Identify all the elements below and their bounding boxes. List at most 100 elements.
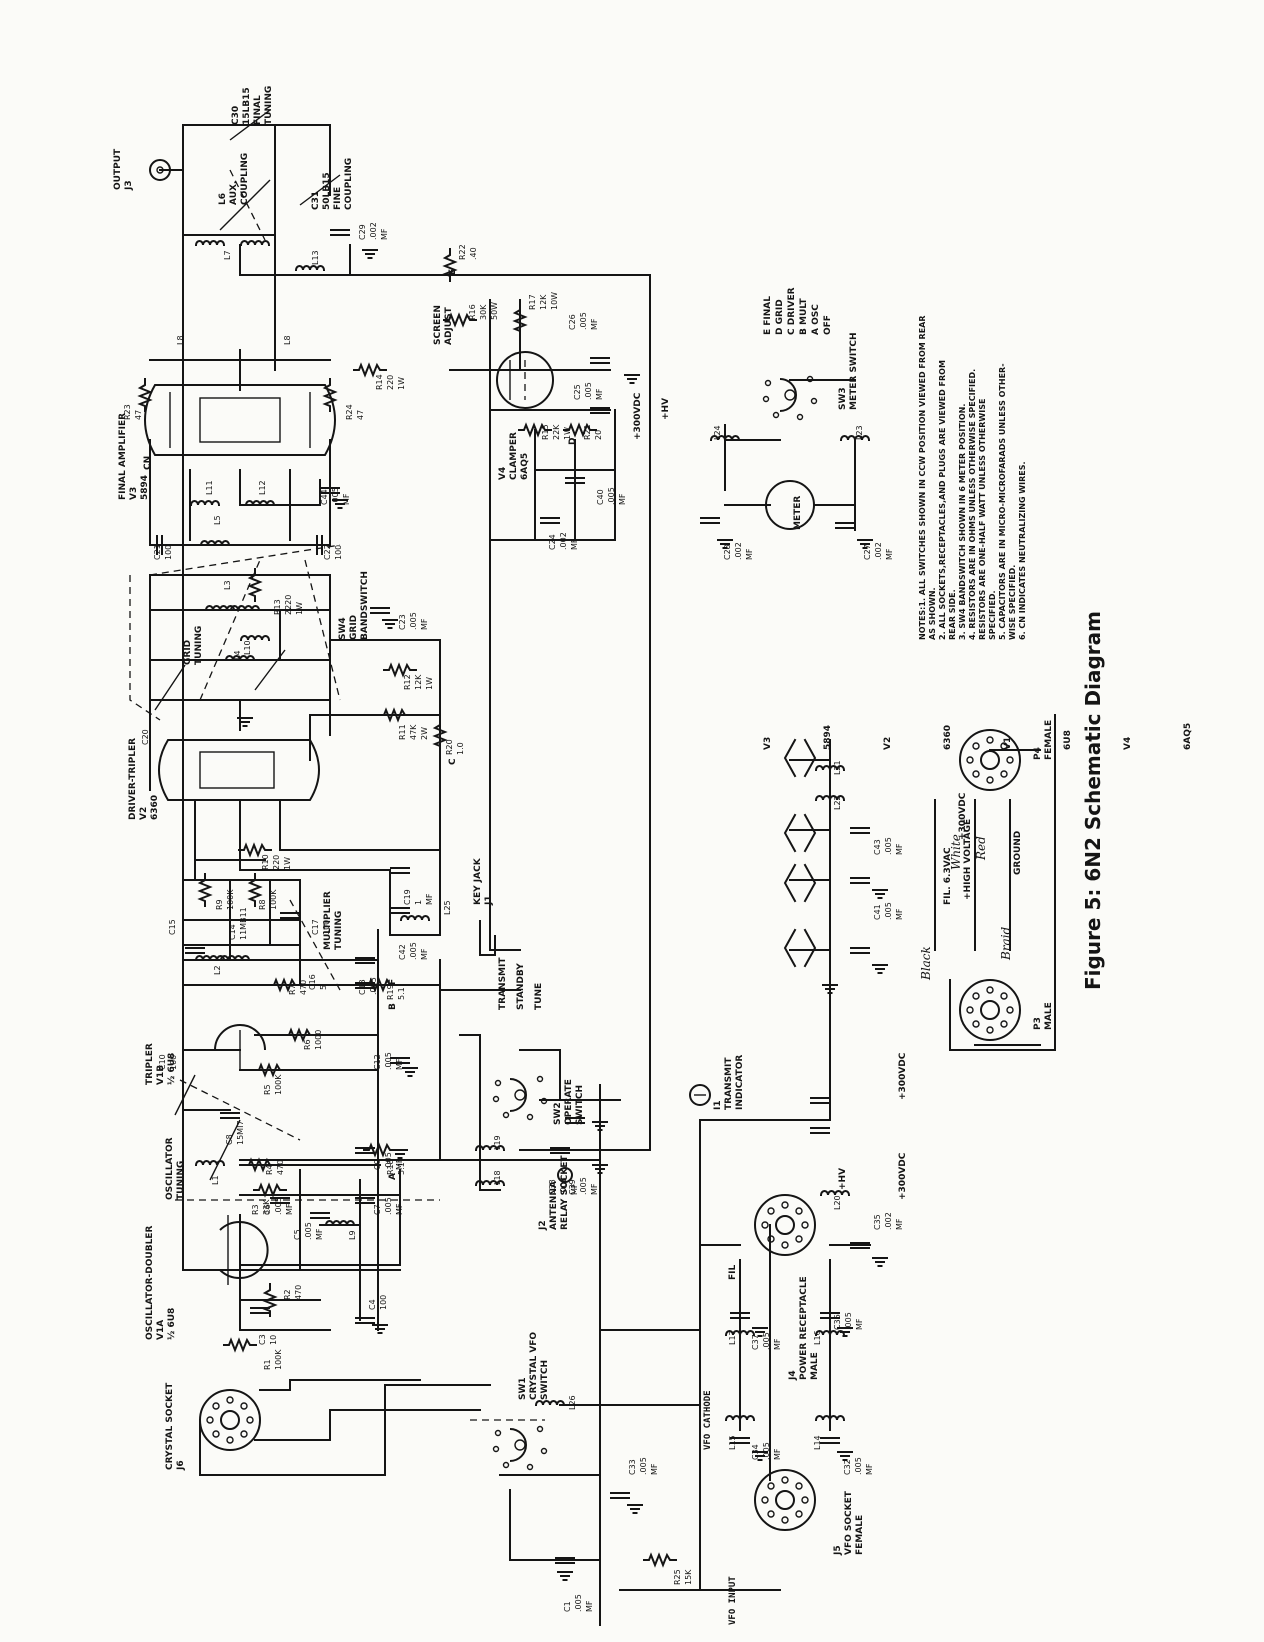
crystal-vfo-switch-label: SW1CRYSTAL VFOSWITCH [518, 1332, 550, 1400]
oscillator-tuning-label: OSCILLATORTUNING [165, 1137, 186, 1200]
figure-title: Figure 5: 6N2 Schematic Diagram [1081, 611, 1105, 990]
grid-bandswitch-label: SW4GRIDBANDSWITCH [338, 571, 370, 640]
transmit-indicator-lamp-icon [689, 1084, 711, 1106]
vfo-cathode-label: VFO CATHODE [703, 1390, 713, 1450]
component-l12: L12 [258, 480, 267, 495]
net-cn-left: CN [143, 456, 153, 470]
osc-doubler-label: OSCILLATOR-DOUBLERV1A½ 6U8 [145, 1226, 177, 1340]
notes-block: NOTES:1. ALL SWITCHES SHOWN IN CCW POSIT… [918, 315, 1027, 640]
aux-coupling-label: L6AUX.COUPLING [218, 153, 250, 205]
vfo-socket-label: J5VFO SOCKETFEMALE [833, 1490, 865, 1556]
net-e: E [448, 269, 458, 275]
crystal-socket-label: CRYSTAL SOCKETJ6 [165, 1382, 186, 1471]
final-tuning-label: C3015LB15FINALTUNING [231, 86, 274, 125]
net-a: A [388, 1173, 398, 1180]
component-l5: L5 [213, 515, 222, 525]
screen-adjust-label: SCREENADJUST [433, 305, 454, 345]
cable-hv-label: +HIGH VOLTAGE [963, 819, 973, 900]
component-c20: C20 [141, 729, 150, 745]
fine-coupling-label: C3150LB15FINECOUPLING [311, 158, 354, 210]
variable-capacitor-symbols [154, 109, 341, 1181]
vfo-input-label: VFO INPUT [728, 1576, 738, 1625]
component-l7: L7 [223, 250, 232, 260]
clamper-label: V4CLAMPER6AQ5 [498, 432, 530, 480]
net-hv-power: +HV [838, 1168, 848, 1190]
net-300vdc-indicator: +300VDC [898, 1052, 908, 1100]
final-amplifier-label: FINAL AMPLIFIERV35894 [118, 413, 150, 500]
component-l15: L15 [728, 1435, 737, 1450]
net-300vdc: +300VDC [633, 392, 643, 440]
component-l22: L22 [833, 795, 842, 810]
power-receptacle-label: J4POWER RECEPTACLEMALE [788, 1276, 820, 1381]
component-l25: L25 [443, 900, 452, 915]
cable-red-label: Red [974, 836, 988, 861]
net-c: C [448, 758, 458, 765]
gang-links [129, 169, 545, 1421]
component-l19: L19 [493, 1135, 502, 1150]
component-c13: C13.005 [358, 977, 378, 995]
tube-v2-driver-tripler [158, 739, 320, 801]
component-l3: L3 [223, 580, 232, 590]
multiplier-tuning-label: MULTIPLIERTUNING [323, 891, 344, 950]
cable-ground-label: GROUND [1013, 831, 1023, 875]
j4-fil-label: FIL [728, 1265, 738, 1280]
driver-tripler-label: DRIVER-TRIPLERV26360 [128, 738, 160, 820]
cable-white-label: White [949, 834, 963, 870]
grid-tuning-label: GRIDTUNING [183, 626, 204, 665]
component-l17: L17 [728, 1330, 737, 1345]
p4-label: P4FEMALE [1033, 720, 1054, 760]
component-l9: L9 [348, 1230, 357, 1240]
component-l13: L13 [311, 250, 320, 265]
component-l11: L11 [205, 480, 214, 495]
component-l16: L16 [813, 1330, 822, 1345]
cable-300vdc-label: +300VDC [958, 792, 968, 840]
component-r22: R22.40 [458, 244, 478, 260]
cable-fil-label: FIL. 6.3VAC [943, 847, 953, 905]
component-l24: L24 [713, 425, 722, 440]
tube-v1a-osc-doubler [219, 1215, 269, 1285]
